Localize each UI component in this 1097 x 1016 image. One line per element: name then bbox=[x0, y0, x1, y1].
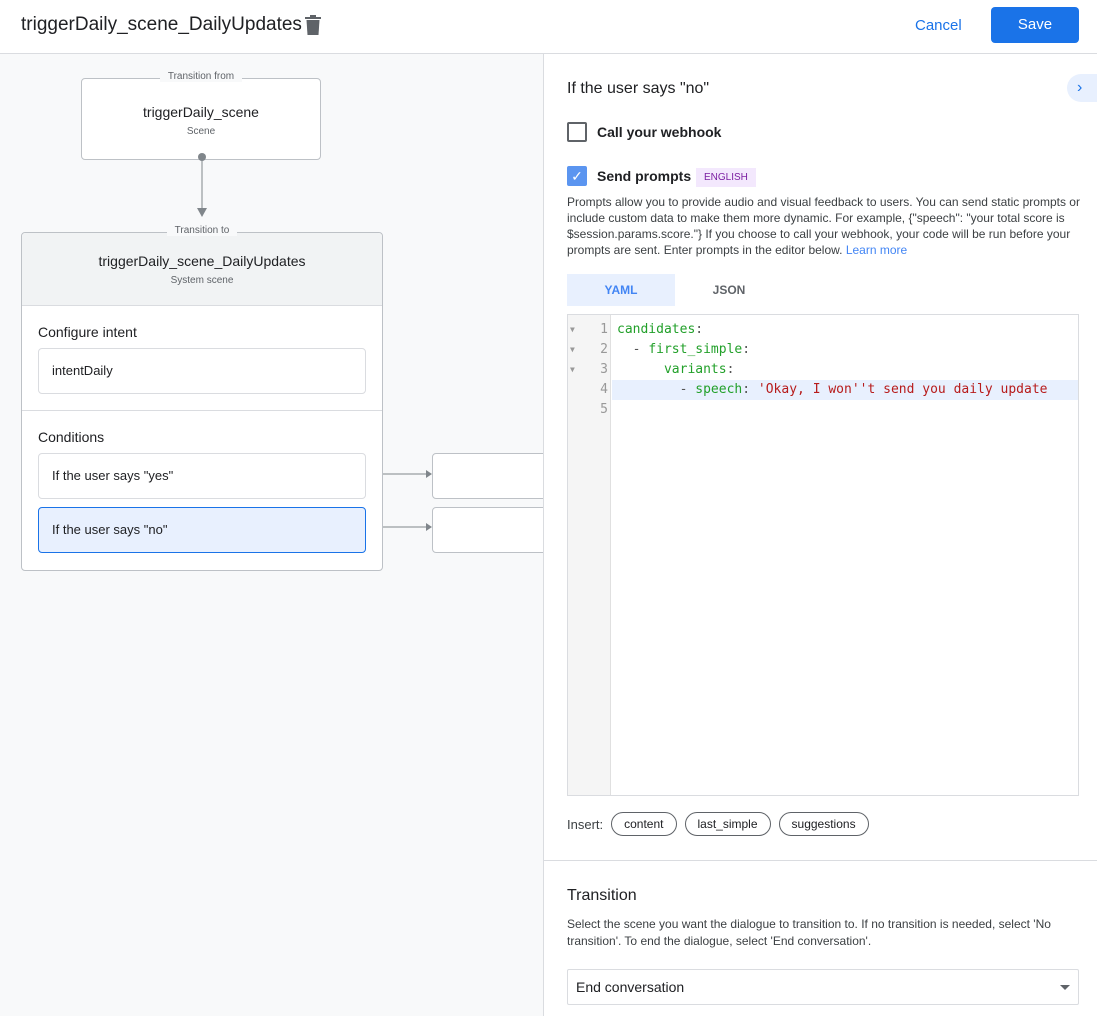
transition-to-node: Transition to triggerDaily_scene_DailyUp… bbox=[21, 225, 383, 571]
node-type: Scene bbox=[186, 126, 216, 137]
chevron-right-icon[interactable]: › bbox=[1067, 74, 1097, 102]
condition-panel: If the user says "no" › Call your webhoo… bbox=[543, 54, 1097, 1016]
insert-content-chip[interactable]: content bbox=[611, 812, 677, 836]
selected-value: End conversation bbox=[576, 979, 685, 995]
header: triggerDaily_scene_DailyUpdates Cancel S… bbox=[0, 0, 1097, 54]
insert-suggestions-chip[interactable]: suggestions bbox=[778, 812, 869, 836]
insert-last-simple-chip[interactable]: last_simple bbox=[684, 812, 771, 836]
transition-select[interactable]: End conversation bbox=[567, 969, 1079, 1005]
no-target-node[interactable] bbox=[432, 507, 552, 553]
webhook-checkbox[interactable] bbox=[567, 122, 587, 142]
webhook-label: Call your webhook bbox=[597, 124, 722, 140]
language-badge: ENGLISH bbox=[696, 168, 756, 187]
divider bbox=[543, 860, 1097, 861]
node-legend: Transition from bbox=[159, 71, 243, 82]
fold-icon[interactable]: ▼ bbox=[570, 365, 575, 374]
send-prompts-checkbox[interactable]: ✓ bbox=[567, 166, 587, 186]
transition-from-node[interactable]: Transition from triggerDaily_scene Scene bbox=[81, 71, 321, 160]
insert-bar: Insert: content last_simple suggestions bbox=[567, 812, 869, 836]
trash-icon[interactable] bbox=[305, 15, 321, 35]
conditions-label: Conditions bbox=[38, 429, 105, 445]
save-button[interactable]: Save bbox=[991, 7, 1079, 43]
condition-yes[interactable]: If the user says "yes" bbox=[38, 453, 366, 499]
transition-title: Transition bbox=[567, 887, 637, 904]
learn-more-link[interactable]: Learn more bbox=[845, 243, 908, 257]
condition-no[interactable]: If the user says "no" bbox=[38, 507, 366, 553]
fold-icon[interactable]: ▼ bbox=[570, 345, 575, 354]
node-legend: Transition to bbox=[166, 225, 238, 236]
node-type: System scene bbox=[170, 275, 234, 286]
scene-canvas: Transition from triggerDaily_scene Scene… bbox=[0, 54, 552, 1016]
intent-box[interactable]: intentDaily bbox=[38, 348, 366, 394]
dropdown-arrow-icon bbox=[1060, 985, 1070, 990]
fold-icon[interactable]: ▼ bbox=[570, 325, 575, 334]
cancel-button[interactable]: Cancel bbox=[915, 17, 962, 34]
insert-label: Insert: bbox=[567, 816, 604, 832]
send-prompts-label: Send prompts bbox=[597, 168, 692, 184]
tab-json[interactable]: JSON bbox=[712, 283, 746, 297]
panel-title: If the user says "no" bbox=[567, 80, 710, 97]
configure-intent-label: Configure intent bbox=[38, 324, 137, 340]
yes-target-node[interactable] bbox=[432, 453, 552, 499]
transition-description: Select the scene you want the dialogue t… bbox=[567, 917, 1051, 948]
node-name: triggerDaily_scene_DailyUpdates bbox=[98, 253, 306, 269]
prompts-description: Prompts allow you to provide audio and v… bbox=[567, 194, 1082, 258]
node-name: triggerDaily_scene bbox=[143, 104, 259, 120]
description-text: Prompts allow you to provide audio and v… bbox=[567, 195, 1080, 257]
tab-yaml[interactable]: YAML bbox=[567, 274, 675, 306]
page-title: triggerDaily_scene_DailyUpdates bbox=[21, 14, 302, 35]
